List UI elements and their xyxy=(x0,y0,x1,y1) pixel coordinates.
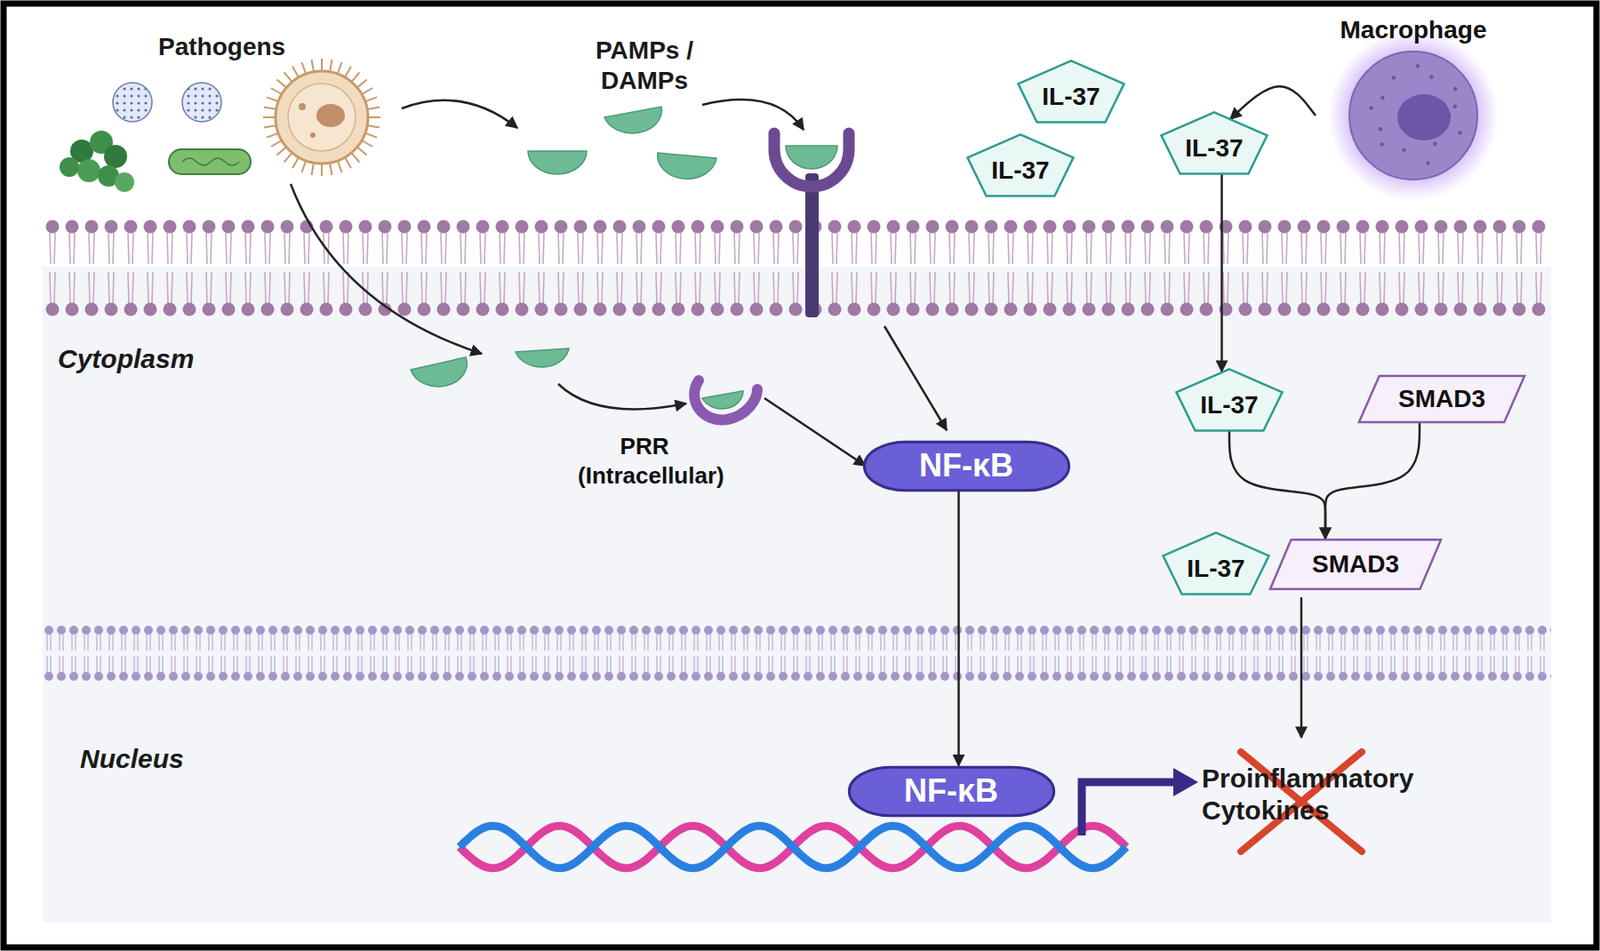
arrow-connector xyxy=(1325,421,1420,539)
node-text: SMAD3 xyxy=(1398,384,1486,414)
cytokine-pentagon: IL-37 xyxy=(1016,59,1127,124)
region-label: Cytoplasm xyxy=(57,343,194,376)
cytoplasm-ground xyxy=(42,266,1552,923)
cytokine-pentagon-outline xyxy=(965,133,1076,198)
node-text: IL-37 xyxy=(1186,554,1245,584)
arrow-connector xyxy=(764,398,866,466)
smad-parallelogram: SMAD3 xyxy=(1357,375,1527,424)
smad-parallelogram-outline xyxy=(1268,538,1443,591)
cytokine-pentagon: IL-37 xyxy=(1174,368,1285,432)
outcome-label: Proinflammatory Cytokines xyxy=(1201,762,1469,827)
smad-parallelogram: SMAD3 xyxy=(1268,538,1443,591)
arrows xyxy=(290,99,1302,738)
transcription-factor-oval: NF-κB xyxy=(847,766,1056,817)
arrow-connector xyxy=(1229,430,1326,539)
transcription-factor-oval: NF-κB xyxy=(862,440,1072,492)
dna-helix xyxy=(459,825,1127,868)
group-label: PAMPs / DAMPs xyxy=(568,35,720,96)
node-text: IL-37 xyxy=(1184,134,1243,163)
cytokine-pentagon: IL-37 xyxy=(965,133,1076,198)
arrow-connector xyxy=(957,491,960,767)
node-text: PRR (Intracellular) xyxy=(577,432,712,490)
arrow-connector xyxy=(1230,86,1316,120)
node-text: NF-κB xyxy=(919,447,1014,485)
node-text: SMAD3 xyxy=(1312,550,1400,579)
cytokine-pentagon-outline xyxy=(1016,59,1127,124)
macrophage-cell: Macrophage xyxy=(1315,12,1512,195)
node-text: IL-37 xyxy=(1200,391,1258,420)
macrophage-glow xyxy=(1328,30,1499,201)
node-text: NF-κB xyxy=(904,772,999,810)
region-label: Nucleus xyxy=(80,743,184,776)
receptor-node: PRR (Intracellular) xyxy=(568,364,765,494)
smad-parallelogram-outline xyxy=(1357,375,1527,424)
macrophage-cell-outline xyxy=(1315,12,1512,195)
frame xyxy=(3,3,1597,948)
cytokine-pentagon-outline xyxy=(1159,111,1270,176)
nuclear-membrane xyxy=(42,624,1552,682)
cytokine-pentagon-outline xyxy=(1174,368,1285,432)
receptor-node-outline xyxy=(568,364,765,494)
arrow-connector xyxy=(1220,174,1224,372)
membrane-receptor xyxy=(774,133,849,318)
group-label: Pathogens xyxy=(158,32,286,63)
cytokine-pentagon-outline xyxy=(1160,531,1272,596)
node-text: Macrophage xyxy=(1340,16,1488,45)
transcription-factor-oval-outline xyxy=(847,766,1056,817)
node-text: IL-37 xyxy=(991,156,1049,185)
dna-strand xyxy=(459,825,1127,868)
transcription-arrow xyxy=(1081,768,1199,836)
inhibition-cross xyxy=(1240,752,1362,852)
dna-strand xyxy=(459,825,1127,868)
node-text: IL-37 xyxy=(1041,82,1100,112)
cell-membrane xyxy=(42,219,1552,317)
pathogens-illustration xyxy=(59,58,381,192)
transcription-factor-oval-outline xyxy=(862,440,1072,492)
cytokine-pentagon: IL-37 xyxy=(1160,531,1272,596)
cytokine-pentagon: IL-37 xyxy=(1159,111,1270,176)
